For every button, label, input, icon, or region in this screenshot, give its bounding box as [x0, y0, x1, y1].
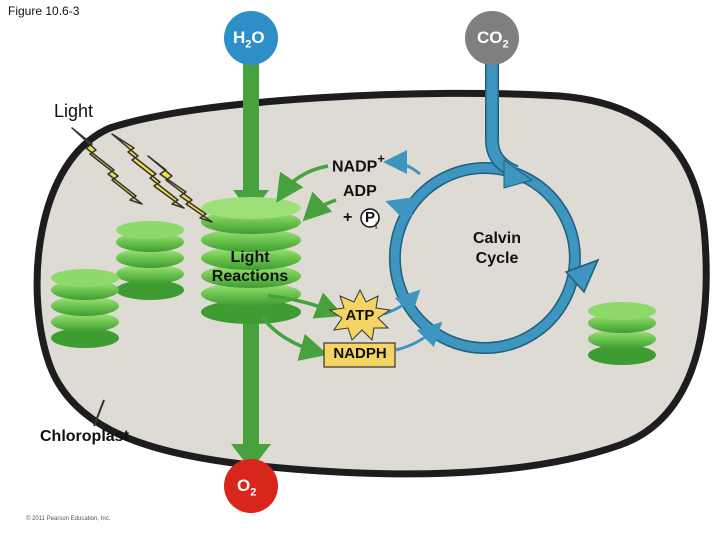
- light-label: Light: [54, 101, 94, 121]
- phosphate-letter: P: [364, 209, 375, 226]
- granum-stack-left-bottom: [51, 269, 119, 348]
- chloroplast-pointer-line: [93, 399, 105, 427]
- phosphate-circle: [360, 208, 380, 228]
- light-to-atp-arrow: [267, 292, 344, 319]
- phosphate-subscript: i: [375, 221, 378, 232]
- co2-subscript: 2: [502, 38, 509, 51]
- nadp-charge: +: [377, 151, 385, 166]
- h2o-arrow-shaft: [243, 54, 259, 194]
- o2-circle: [224, 459, 278, 513]
- h2o-base: H: [233, 28, 246, 47]
- o2-arrow-shaft: [243, 318, 259, 448]
- co2-base: CO: [477, 28, 503, 47]
- h2o-label: H2O: [233, 28, 265, 50]
- o2-subscript: 2: [250, 486, 257, 499]
- adp-label: ADP: [343, 183, 377, 200]
- light-reactions-label: Light Reactions: [211, 249, 289, 285]
- chloroplast-label: Chloroplast: [40, 428, 129, 445]
- atp-label: ATP: [345, 307, 375, 324]
- h2o-suffix: O: [251, 28, 265, 47]
- nadph-box: [323, 342, 396, 368]
- nadp-label: NADP+: [332, 151, 385, 176]
- co2-input-arrowhead: [503, 159, 534, 189]
- atp-to-cycle-arrow: [383, 289, 421, 316]
- adp-to-light-arrow: [302, 191, 337, 222]
- light-bolt-3: [147, 155, 213, 223]
- figure-label: Figure 10.6-3: [8, 4, 80, 18]
- nadph-label: NADPH: [333, 345, 387, 362]
- calvin-cycle-arrowhead: [564, 258, 600, 294]
- light-bolt-2: [111, 133, 185, 209]
- co2-label: CO2: [477, 28, 509, 50]
- calvin-cycle-label: Calvin Cycle: [472, 230, 521, 267]
- copyright-text: © 2011 Pearson Education, Inc.: [26, 516, 111, 522]
- granum-stack-left-top: [116, 221, 184, 300]
- o2-arrow-head: [231, 444, 271, 470]
- cycle-to-nadp-arrow: [383, 150, 421, 176]
- atp-starburst: [328, 288, 392, 342]
- light-reactions-stack: [201, 197, 301, 324]
- o2-base: O: [237, 476, 251, 495]
- h2o-subscript: 2: [245, 38, 252, 51]
- granum-stack-right: [588, 302, 656, 365]
- nadp-to-light-arrow: [276, 164, 329, 203]
- nadp-base: NADP: [332, 158, 378, 176]
- o2-label: O2: [237, 476, 256, 498]
- plus-sign: +: [343, 209, 353, 226]
- light-bolt-1: [71, 127, 143, 205]
- nadph-to-cycle-arrow: [395, 321, 443, 352]
- cycle-to-adp-arrow: [385, 197, 414, 221]
- light-bolts: [71, 127, 213, 223]
- h2o-circle: [224, 11, 278, 65]
- co2-circle: [465, 11, 519, 65]
- light-to-nadph-arrow: [260, 314, 329, 361]
